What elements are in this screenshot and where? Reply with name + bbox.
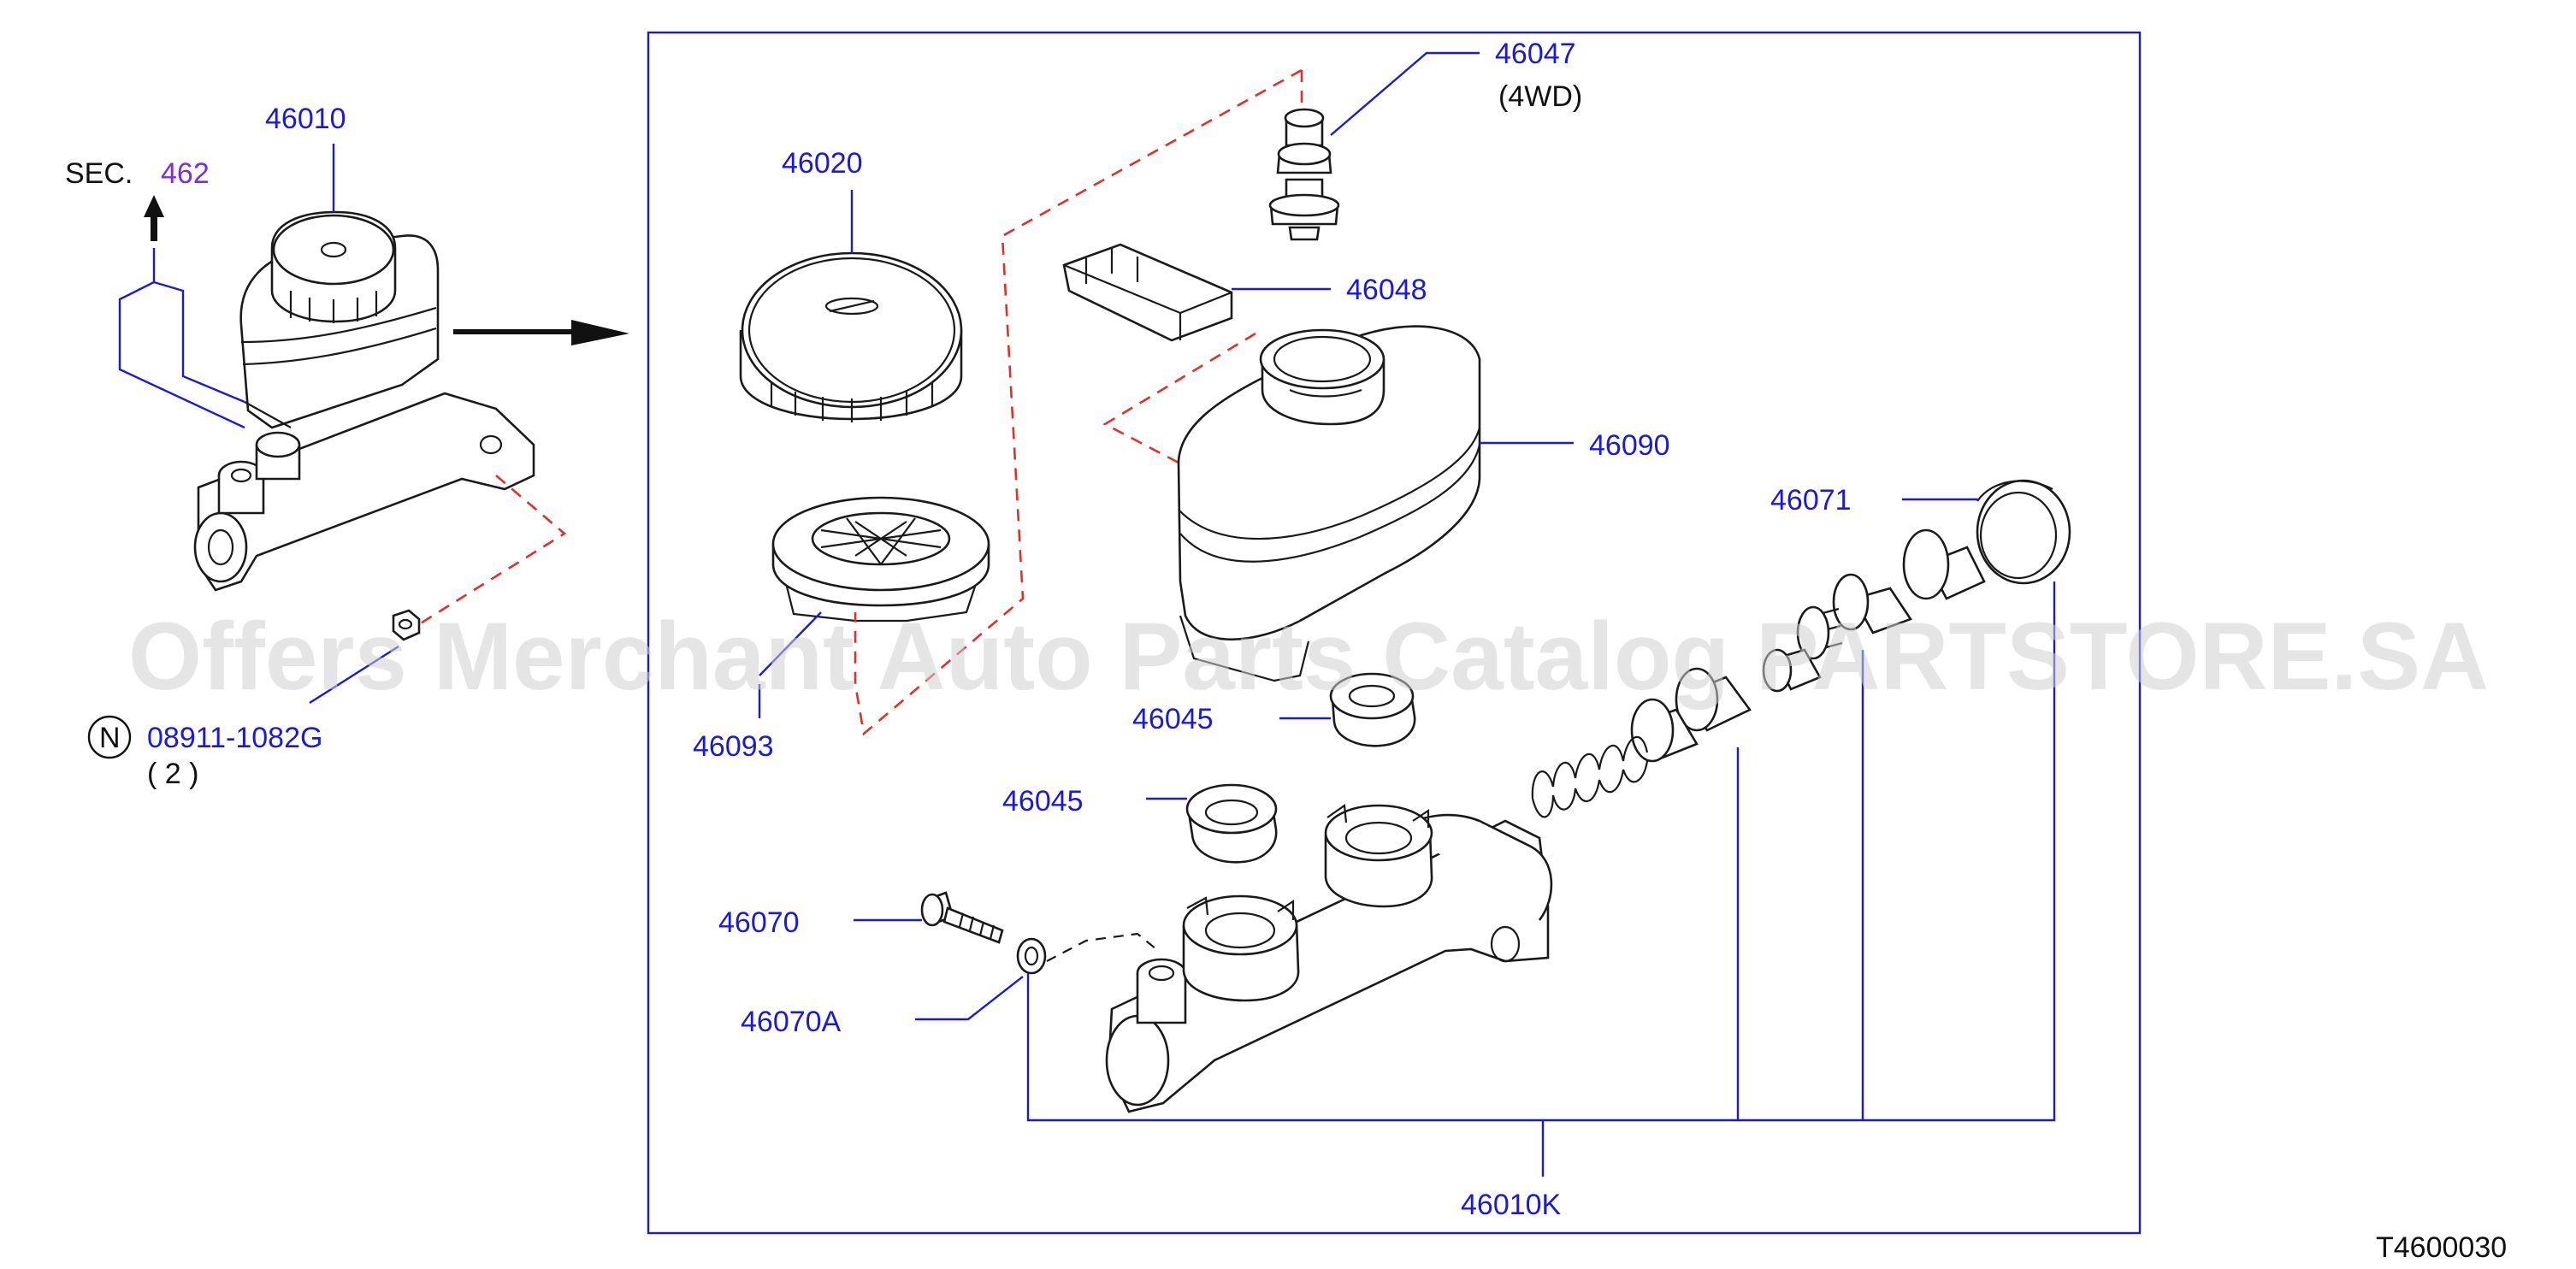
label-46047: 46047 <box>1495 38 1576 70</box>
watermark: Offers Merchant Auto Parts Catalog PARTS… <box>128 603 2489 710</box>
label-46010: 46010 <box>265 103 346 135</box>
reservoir-grommet-46045-lower <box>1185 783 1278 864</box>
washer-46070A <box>1016 937 1047 975</box>
cylinder-body-46010K <box>1105 804 1553 1113</box>
primary-piston <box>1762 528 1986 693</box>
label-quantity: ( 2 ) <box>147 758 198 790</box>
label-46010K: 46010K <box>1461 1189 1562 1221</box>
figure-code: T4600030 <box>2376 1231 2507 1264</box>
reservoir-cap-46020 <box>739 251 963 422</box>
section-ref-number[interactable]: 462 <box>161 157 210 190</box>
detail-frame <box>647 31 2142 1235</box>
label-46093: 46093 <box>693 730 774 763</box>
label-08911-1082G: 08911-1082G <box>147 722 322 754</box>
clip-46048 <box>1062 243 1233 342</box>
label-46090: 46090 <box>1589 429 1670 462</box>
up-arrow-icon <box>144 195 164 241</box>
reservoir-tank-46090 <box>1177 325 1481 682</box>
secondary-piston <box>1630 667 1752 763</box>
label-46045-upper: 46045 <box>1132 703 1214 735</box>
label-46071: 46071 <box>1770 484 1852 516</box>
seal-46071 <box>1976 479 2071 585</box>
strainer-46093 <box>771 496 990 623</box>
stopper-bolt-46070 <box>920 891 1004 944</box>
nut-icon <box>392 609 421 641</box>
label-n-symbol: N <box>99 722 121 754</box>
reservoir-bolt-46047 <box>1268 108 1340 241</box>
label-46020: 46020 <box>782 147 863 180</box>
label-46048: 46048 <box>1346 274 1427 306</box>
return-spring <box>1531 735 1649 818</box>
label-46070A: 46070A <box>741 1006 842 1038</box>
reservoir-grommet-46045-upper <box>1329 672 1416 747</box>
label-4wd-note: (4WD) <box>1498 80 1582 113</box>
label-46045-lower: 46045 <box>1002 785 1084 817</box>
master-cylinder-assembly <box>193 210 535 592</box>
right-arrow-icon <box>571 320 629 345</box>
label-46070: 46070 <box>718 906 800 939</box>
section-ref-prefix: SEC. <box>65 157 133 190</box>
